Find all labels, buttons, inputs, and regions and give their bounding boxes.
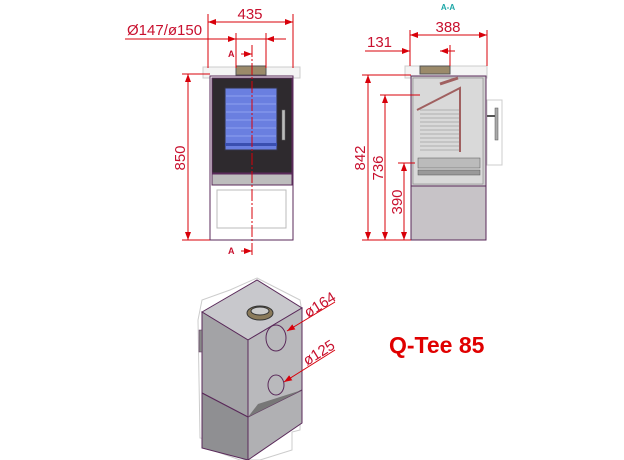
- top-rear-hole: [265, 324, 287, 352]
- front-view: A A 435 Ø147/ø150 850: [125, 6, 301, 256]
- flue-collar: [419, 65, 451, 75]
- section-view: A-A 388 131 842 736 390: [352, 3, 503, 241]
- width-dim: 435: [237, 6, 262, 23]
- flue-offset-dim: 131: [367, 34, 392, 51]
- section-marker-bottom: A: [228, 246, 235, 256]
- door-top-dim: 736: [370, 155, 387, 180]
- height-dim: 842: [352, 145, 369, 170]
- product-name: Q-Tee 85: [389, 332, 485, 358]
- flue-collar: [235, 65, 267, 76]
- lower-hole-dim: ø125: [300, 337, 338, 370]
- door-profile: [486, 99, 503, 166]
- top-hole-dim: ø164: [301, 289, 339, 322]
- section-marker-top: A: [228, 49, 235, 59]
- door-bottom-dim: 390: [389, 189, 406, 214]
- flue-dim: Ø147/ø150: [127, 22, 202, 39]
- isometric-view: ø164 ø125: [197, 277, 339, 460]
- depth-dim: 388: [435, 19, 460, 36]
- base-section: [410, 185, 487, 241]
- door-glass: [224, 87, 278, 151]
- section-label: A-A: [441, 3, 455, 12]
- height-dim: 850: [172, 145, 189, 170]
- side-handle: [494, 107, 499, 141]
- door-handle: [281, 109, 286, 141]
- lower-rear-hole: [267, 374, 285, 396]
